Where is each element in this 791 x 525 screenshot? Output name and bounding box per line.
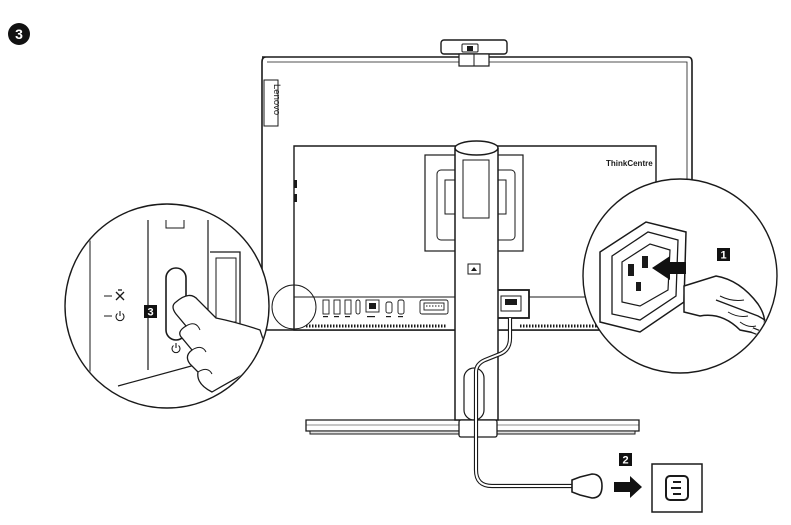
power-button-highlight xyxy=(271,284,317,330)
stand xyxy=(305,140,640,438)
rear-brand-logo: ThinkCentre xyxy=(606,159,653,168)
lenovo-vertical-logo: Lenovo xyxy=(271,84,282,115)
webcam xyxy=(440,39,508,67)
callout-1-number: 1 xyxy=(720,250,726,262)
power-button-zoom: 3 xyxy=(64,203,270,409)
usb-port-1 xyxy=(322,299,330,315)
callout-2: 2 xyxy=(619,453,632,467)
displayport xyxy=(397,299,405,315)
usb-port-3 xyxy=(344,299,352,315)
audio-port xyxy=(385,301,393,314)
step-badge: 3 xyxy=(8,23,30,45)
wall-outlet-icon xyxy=(651,463,703,513)
right-arrow-icon xyxy=(614,476,642,498)
step-number: 3 xyxy=(15,26,23,42)
power-plug-icon xyxy=(571,473,603,499)
wireless-off-icon xyxy=(115,289,125,301)
callout-3: 3 xyxy=(144,305,157,319)
insert-arrow-icon xyxy=(652,256,686,280)
power-button-icon xyxy=(171,343,181,354)
rear-ports xyxy=(322,299,449,318)
usb-port-2 xyxy=(333,299,341,315)
power-cable xyxy=(473,318,572,489)
usb-c-port xyxy=(355,299,361,315)
callout-3-number: 3 xyxy=(147,307,153,319)
power-connector-zoom: 1 xyxy=(582,178,778,374)
callout-1: 1 xyxy=(717,248,730,262)
power-icon xyxy=(115,311,125,322)
callout-2-number: 2 xyxy=(622,455,628,467)
